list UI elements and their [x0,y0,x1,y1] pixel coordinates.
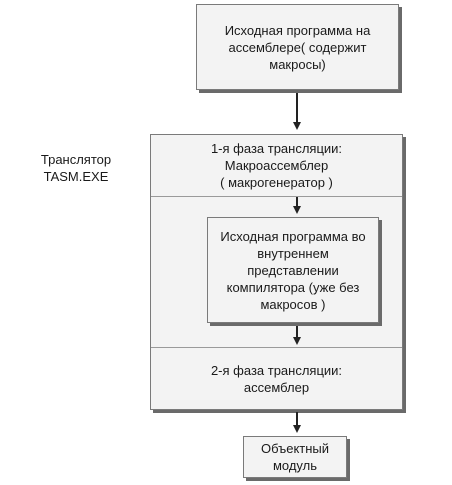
source-program-box: Исходная программа на ассемблере( содерж… [196,4,399,90]
internal-program-text: Исходная программа во внутреннем предста… [220,228,366,312]
internal-program-box: Исходная программа во внутреннем предста… [207,217,379,323]
phase1-box: 1-я фаза трансляции: Макроассемблер ( ма… [151,135,402,196]
phase2-text: 2-я фаза трансляции: ассемблер [210,362,343,395]
translator-label: Транслятор TASM.EXE [40,152,112,184]
phase2-box: 2-я фаза трансляции: ассемблер [151,347,402,409]
source-program-text: Исходная программа на ассемблере( содерж… [224,22,371,72]
object-module-box: Объектный модуль [243,436,347,478]
phase-divider [151,196,402,197]
object-module-text: Объектный модуль [260,441,330,473]
phase1-text: 1-я фаза трансляции: Макроассемблер ( ма… [210,141,343,190]
